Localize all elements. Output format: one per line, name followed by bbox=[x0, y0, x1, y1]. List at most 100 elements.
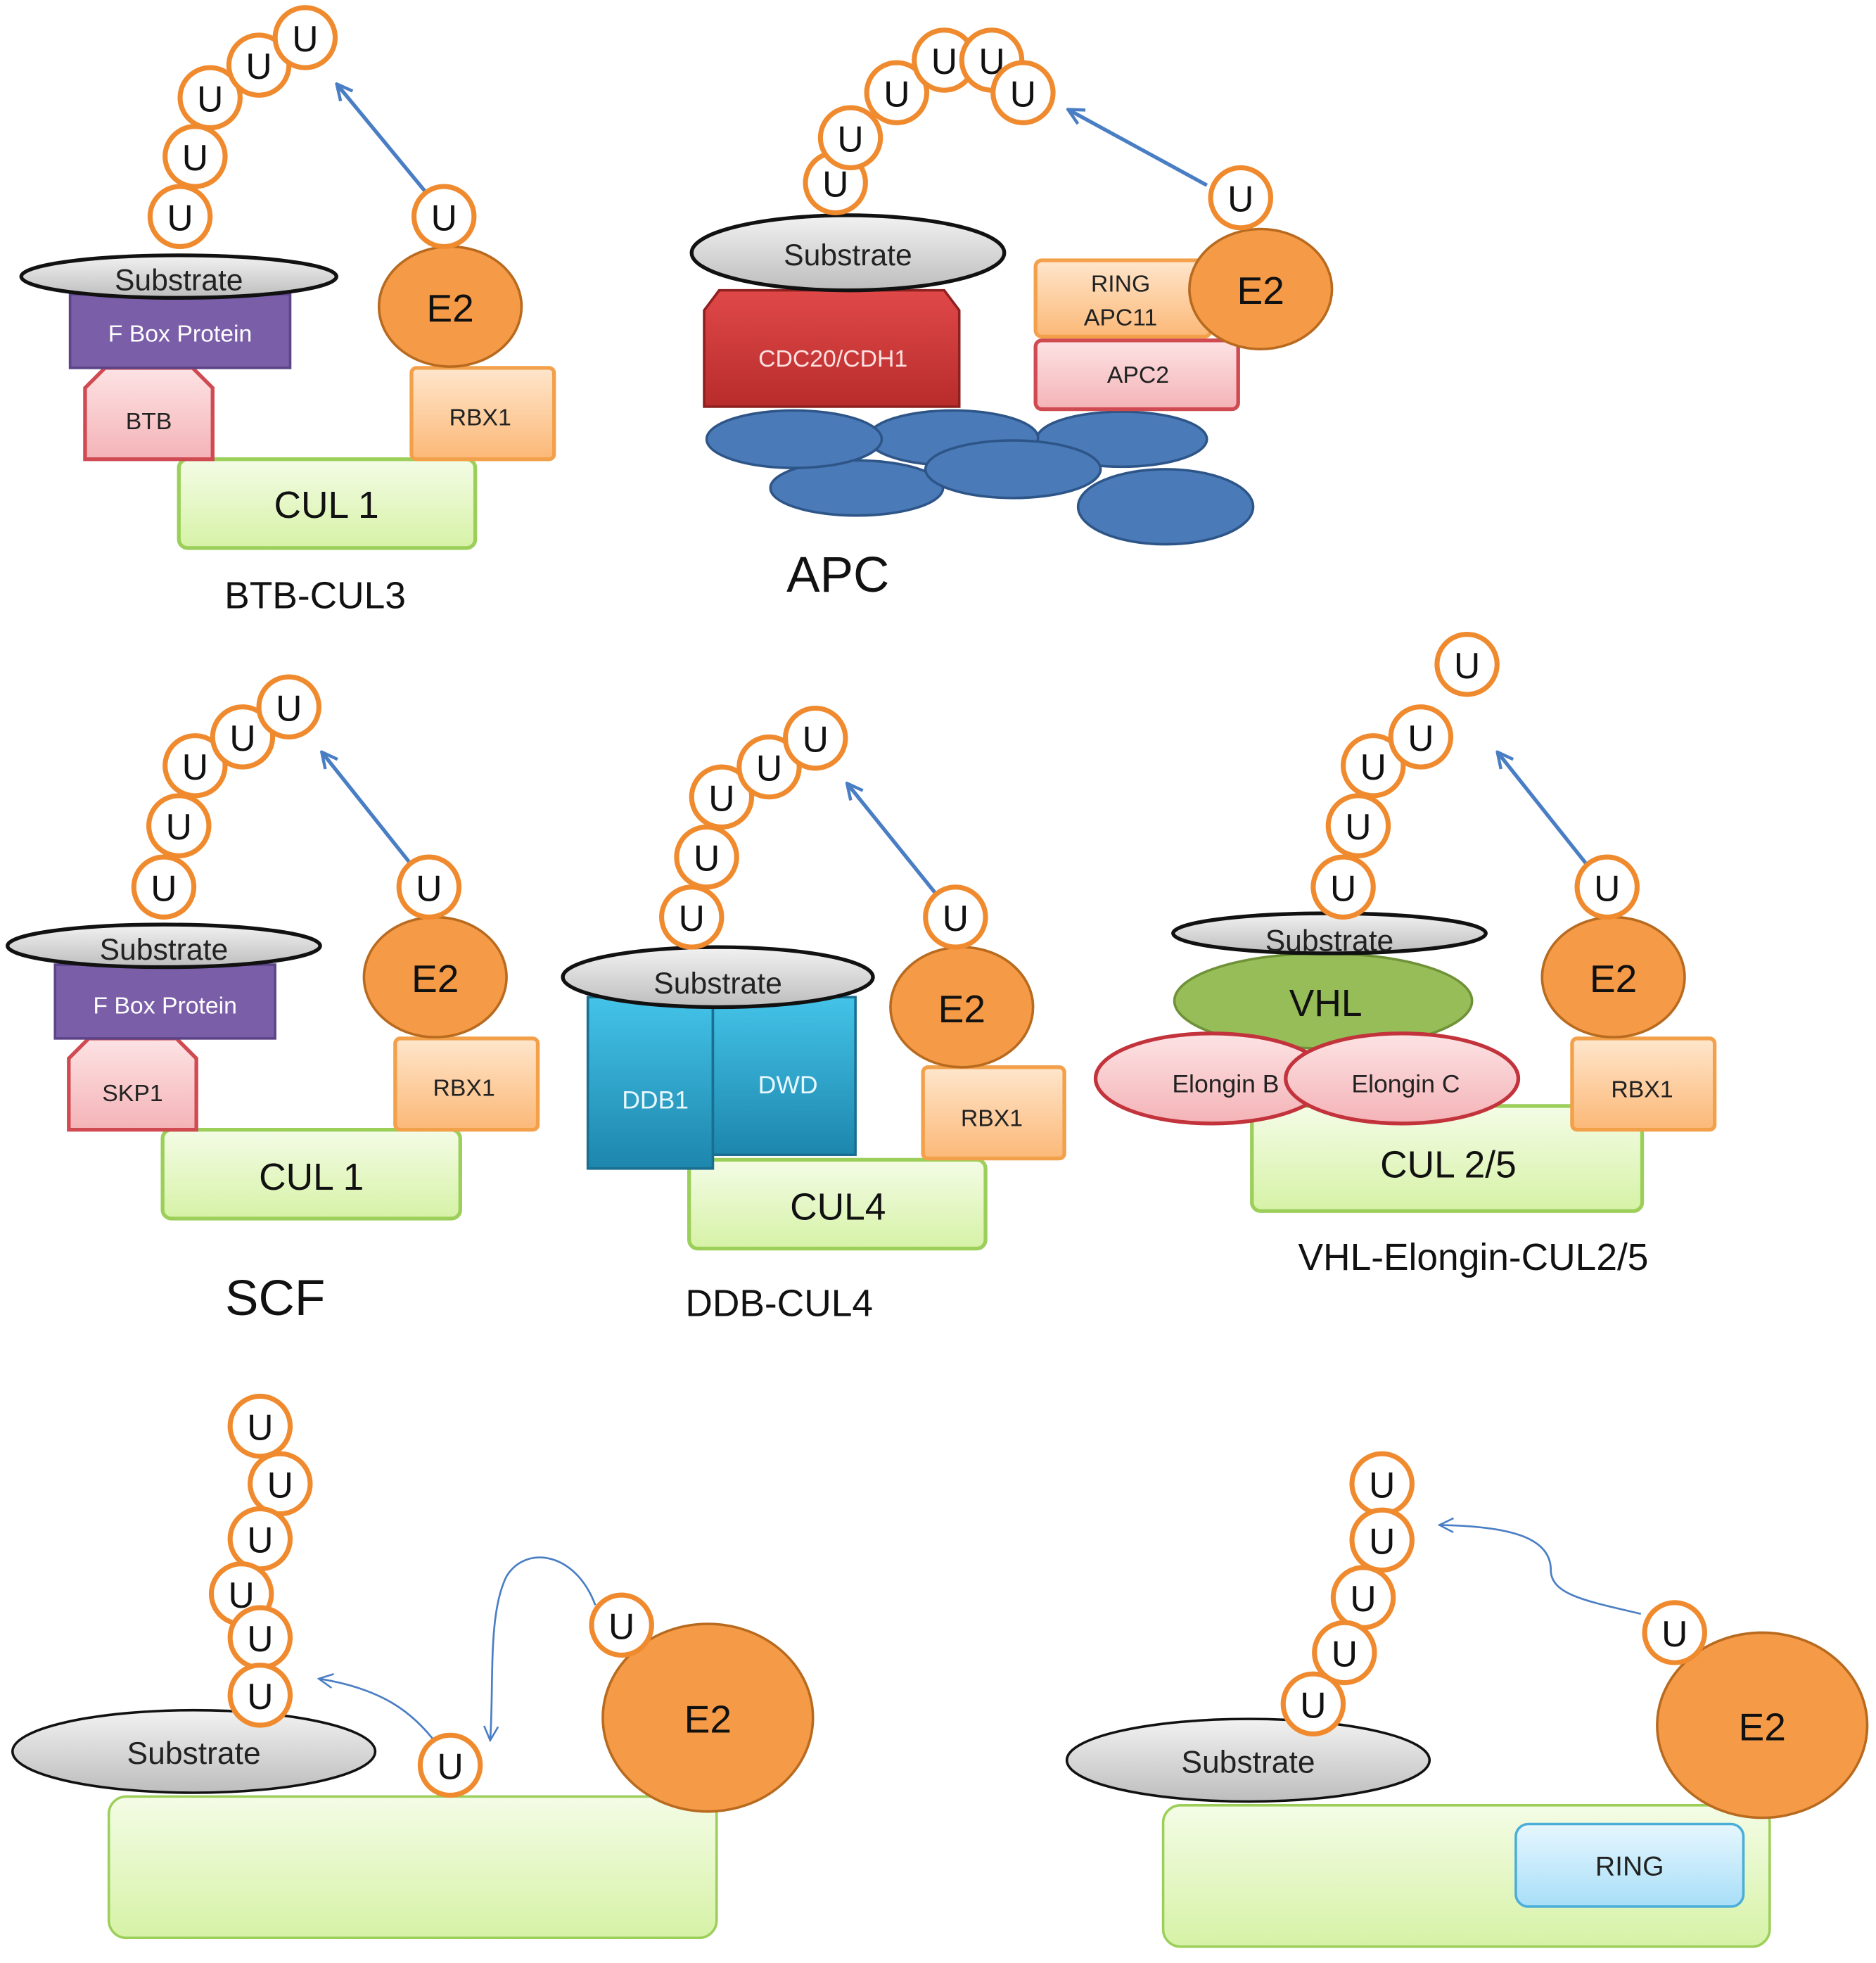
ubiquitin-label: U bbox=[247, 1407, 273, 1448]
ubiquitin-label: U bbox=[1661, 1613, 1687, 1654]
ubiquitin: U bbox=[1341, 733, 1406, 799]
ubiquitin-label: U bbox=[197, 78, 223, 119]
cullin-label: CUL 1 bbox=[274, 485, 378, 526]
ubiquitin: U bbox=[1388, 704, 1454, 770]
rbx1-block bbox=[409, 366, 556, 462]
ubiquitin-label: U bbox=[151, 868, 177, 908]
ubiquitin: U bbox=[817, 105, 883, 170]
ubiquitin: U bbox=[248, 1451, 313, 1517]
substrate-label: Substrate bbox=[784, 239, 912, 272]
apc2-label: APC2 bbox=[1107, 362, 1169, 388]
rbx1-block bbox=[393, 1036, 540, 1132]
rbx1-label: RBX1 bbox=[961, 1105, 1023, 1131]
transfer-arrow bbox=[338, 85, 427, 193]
elongin-b-label: Elongin B bbox=[1172, 1069, 1279, 1098]
ubiquitin-label: U bbox=[1300, 1684, 1326, 1725]
ubiquitin: U bbox=[864, 60, 930, 125]
e2-label: E2 bbox=[411, 957, 459, 1000]
ubiquitin: U bbox=[272, 5, 338, 70]
complex-caption: VHL-Elongin-CUL2/5 bbox=[1298, 1237, 1648, 1278]
e2-enzyme bbox=[601, 1622, 815, 1813]
ring-type-ligase: RING Substrate E2 U U U U U U bbox=[1065, 1451, 1869, 1948]
e2-label: E2 bbox=[1738, 1705, 1785, 1748]
cdc20-cdh1-activator bbox=[703, 288, 961, 408]
ubiquitin-label: U bbox=[1369, 1464, 1395, 1505]
ubiquitin-on-e2: U bbox=[1642, 1600, 1707, 1665]
ubiquitin: U bbox=[783, 705, 848, 771]
ubiquitin-label: U bbox=[1345, 806, 1371, 847]
substrate bbox=[561, 945, 875, 1010]
ubiquitin: U bbox=[1312, 1620, 1377, 1686]
scf-complex: CUL 1 SKP1 F Box Protein Substrate RBX1 … bbox=[6, 674, 540, 1326]
ubiquitin: U bbox=[227, 1663, 293, 1728]
hect-type-ligase: Substrate E2 U U U U U U U U bbox=[11, 1393, 815, 1940]
ubiquitin-label: U bbox=[229, 718, 255, 758]
ubiquitin-chain: U U U U U bbox=[147, 5, 338, 249]
ubiquitin-label: U bbox=[166, 806, 192, 847]
ubiquitin: U bbox=[1349, 1507, 1415, 1573]
ubiquitin-chain: U U U U U U bbox=[803, 27, 1056, 215]
substrate-label: Substrate bbox=[1181, 1746, 1315, 1780]
cullin-label: CUL 2/5 bbox=[1380, 1144, 1517, 1186]
ubiquitin: U bbox=[1434, 632, 1500, 697]
substrate bbox=[19, 253, 338, 300]
e2-label: E2 bbox=[938, 987, 985, 1031]
ubiquitin: U bbox=[1280, 1671, 1346, 1737]
elongin-c bbox=[1284, 1031, 1521, 1126]
complex-caption: SCF bbox=[225, 1271, 325, 1326]
ubiquitin-label: U bbox=[292, 18, 318, 59]
ubiquitin-label: U bbox=[1010, 73, 1036, 114]
ubiquitin: U bbox=[736, 734, 802, 800]
substrate bbox=[689, 213, 1007, 293]
ubiquitin-label: U bbox=[943, 898, 969, 939]
substrate-label: Substrate bbox=[127, 1736, 260, 1771]
ubiquitin: U bbox=[162, 124, 228, 189]
cullin-block bbox=[160, 1128, 462, 1221]
vhl-label: VHL bbox=[1289, 983, 1363, 1024]
rbx1-label: RBX1 bbox=[449, 405, 511, 431]
substrate bbox=[11, 1708, 377, 1794]
ubiquitin: U bbox=[659, 884, 725, 950]
transfer-arrow bbox=[323, 754, 412, 865]
ubiquitin-label: U bbox=[1360, 747, 1386, 787]
ubiquitin: U bbox=[210, 704, 276, 770]
ubiquitin-label: U bbox=[883, 73, 910, 114]
ubiquitin-label: U bbox=[431, 197, 457, 238]
ubiquitin-label: U bbox=[822, 163, 848, 204]
ubiquitin-label: U bbox=[1332, 1633, 1358, 1674]
ubiquitin-on-e2: U bbox=[1574, 854, 1640, 920]
e2-label: E2 bbox=[684, 1698, 732, 1741]
ring-apc11-line1: RING bbox=[1091, 270, 1150, 297]
cullin-block bbox=[687, 1157, 988, 1251]
complex-caption: APC bbox=[786, 547, 889, 603]
ubiquitin-chain: U U U U U bbox=[659, 705, 848, 950]
rbx1-block bbox=[921, 1065, 1066, 1161]
ubiquitin-label: U bbox=[608, 1606, 634, 1646]
transfer-arrow bbox=[1441, 1525, 1642, 1615]
f-box-label: F Box Protein bbox=[93, 992, 237, 1019]
ubiquitin-label: U bbox=[837, 118, 863, 159]
ubiquitin-label: U bbox=[1408, 718, 1434, 758]
ubiquitin-label: U bbox=[1594, 868, 1620, 908]
ddb-cul4-complex: CUL4 DDB1 DWD Substrate RBX1 E2 U U U U … bbox=[561, 705, 1066, 1325]
f-box-label: F Box Protein bbox=[108, 321, 253, 348]
btb-cul3-complex: CUL 1 BTB F Box Protein Substrate RBX1 E… bbox=[19, 5, 556, 616]
ubiquitin: U bbox=[177, 65, 243, 131]
ubiquitin-label: U bbox=[694, 838, 720, 879]
cdc20-label: CDC20/CDH1 bbox=[758, 345, 907, 372]
cullin-label: CUL 1 bbox=[259, 1157, 364, 1198]
e2-to-ligase-arrow bbox=[490, 1556, 596, 1739]
ubiquitin-label: U bbox=[182, 747, 208, 787]
vhl-elongin-cul25-complex: CUL 2/5 VHL Elongin B Elongin C Substrat… bbox=[1093, 632, 1717, 1278]
elongin-c-label: Elongin C bbox=[1351, 1069, 1460, 1098]
ubiquitin-label: U bbox=[756, 748, 782, 789]
ubiquitin-chain: U U U U U bbox=[1310, 632, 1500, 920]
ubiquitin: U bbox=[674, 824, 739, 890]
ring-domain bbox=[1514, 1822, 1745, 1908]
f-box-protein bbox=[53, 963, 276, 1040]
btb-label: BTB bbox=[126, 408, 172, 435]
rbx1-label: RBX1 bbox=[433, 1075, 495, 1102]
ligase-to-substrate-arrow bbox=[320, 1679, 439, 1746]
substrate bbox=[1065, 1717, 1431, 1803]
ubiquitin-label: U bbox=[245, 46, 272, 87]
